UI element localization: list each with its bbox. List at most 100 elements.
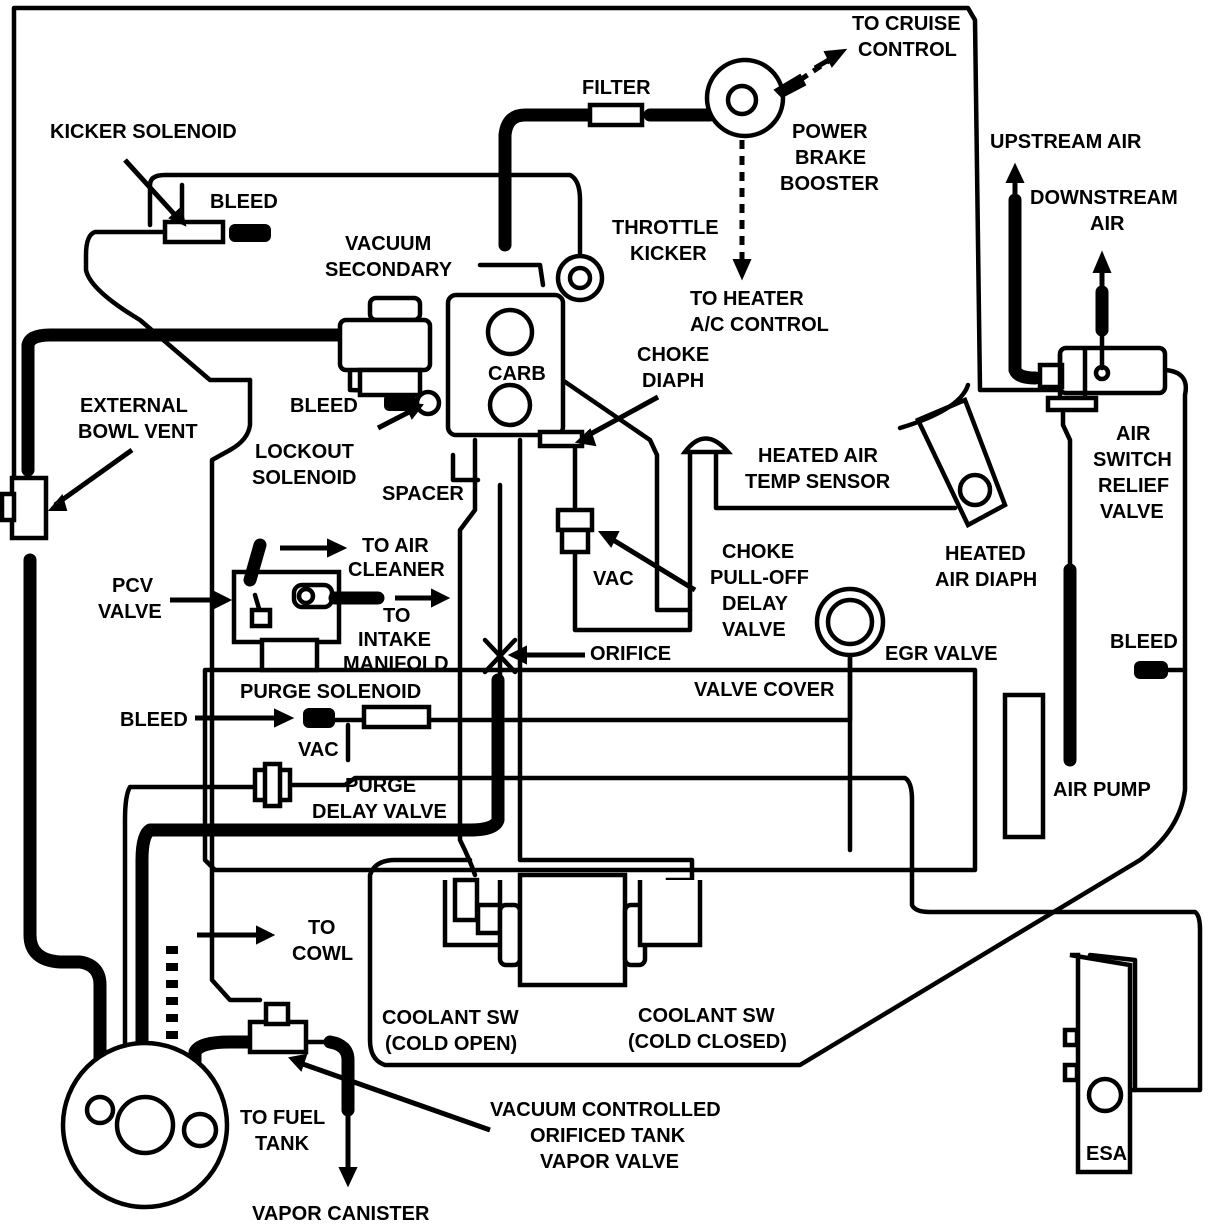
- label-vcv-1: VACUUM CONTROLLED: [490, 1099, 721, 1121]
- label-to-cruise-1: TO CRUISE: [852, 13, 961, 35]
- label-heater-1: TO HEATER: [690, 288, 804, 310]
- label-lockout-2: SOLENOID: [252, 467, 356, 489]
- label-upstream-air: UPSTREAM AIR: [990, 131, 1142, 153]
- orificed-tank-vapor-valve: [247, 1001, 309, 1055]
- label-egr-valve: EGR VALVE: [885, 643, 998, 665]
- fuel-tank: [60, 1040, 230, 1210]
- vacuum-secondary: [337, 295, 433, 398]
- label-power-3: BOOSTER: [780, 173, 879, 195]
- label-throttle-2: KICKER: [630, 243, 707, 265]
- heated-air-temp-sensor: [680, 436, 733, 455]
- label-heater-2: A/C CONTROL: [690, 314, 829, 336]
- label-ebv-1: EXTERNAL: [80, 395, 188, 417]
- label-heated-diaph-1: HEATED: [945, 543, 1026, 565]
- label-bleed-left: BLEED: [290, 395, 358, 417]
- air-pump: [1002, 692, 1046, 840]
- label-bleed-purge: BLEED: [120, 709, 188, 731]
- label-vac-choke: VAC: [593, 568, 634, 590]
- label-vacsec-1: VACUUM: [345, 233, 431, 255]
- label-intake-1: TO: [383, 605, 410, 627]
- label-bleed-top: BLEED: [210, 191, 278, 213]
- label-lockout-1: LOCKOUT: [255, 441, 354, 463]
- label-vcv-2: ORIFICED TANK: [530, 1125, 686, 1147]
- label-choke-diaph-2: DIAPH: [642, 370, 704, 392]
- label-vacsec-2: SECONDARY: [325, 259, 453, 281]
- label-filter: FILTER: [582, 77, 651, 99]
- power-brake-booster: [704, 57, 832, 139]
- label-intake-3: MANIFOLD: [343, 653, 449, 675]
- purge-delay-valve: [252, 761, 293, 809]
- bleed-cap-top: [229, 224, 271, 242]
- label-vcv-3: VAPOR VALVE: [540, 1151, 679, 1173]
- throttle-kicker: [555, 253, 605, 303]
- label-throttle-1: THROTTLE: [612, 217, 719, 239]
- choke-pulloff-delay-valve: [555, 507, 595, 555]
- label-kicker-solenoid: KICKER SOLENOID: [50, 121, 237, 143]
- label-choke-pull-2: PULL-OFF: [710, 567, 809, 589]
- choke-diaph: [537, 429, 585, 449]
- label-air-switch-2: SWITCH: [1093, 449, 1172, 471]
- label-pcv-2: VALVE: [98, 601, 162, 623]
- label-orifice: ORIFICE: [590, 643, 671, 665]
- label-valve-cover: VALVE COVER: [694, 679, 835, 701]
- label-vapor-canister: VAPOR CANISTER: [252, 1203, 430, 1224]
- label-choke-pull-4: VALVE: [722, 619, 786, 641]
- label-air-pump: AIR PUMP: [1053, 779, 1151, 801]
- coolant-sw-cold-closed: [622, 877, 703, 968]
- egr-valve: [814, 586, 886, 658]
- label-fuel-tank-1: TO FUEL: [240, 1107, 325, 1129]
- label-bleed-right: BLEED: [1110, 631, 1178, 653]
- coolant-manifold: [517, 872, 628, 988]
- label-air-switch-3: RELIEF: [1098, 475, 1169, 497]
- label-downstream-2: AIR: [1090, 213, 1125, 235]
- label-purge-delay-2: DELAY VALVE: [312, 801, 447, 823]
- leader-arrows: [47, 48, 1112, 1188]
- label-vac-purge: VAC: [298, 739, 339, 761]
- external-bowl-vent: [0, 475, 49, 541]
- purge-solenoid: [303, 704, 432, 730]
- label-downstream-1: DOWNSTREAM: [1030, 187, 1178, 209]
- component-labels: TO CRUISE CONTROL FILTER POWER BRAKE BOO…: [50, 13, 1178, 1224]
- label-to-cowl-2: COWL: [292, 943, 353, 965]
- carb: [445, 292, 566, 438]
- label-air-switch-1: AIR: [1116, 423, 1151, 445]
- label-intake-2: INTAKE: [358, 629, 431, 651]
- label-carb: CARB: [488, 363, 546, 385]
- label-power-1: POWER: [792, 121, 868, 143]
- kicker-solenoid: [162, 219, 226, 245]
- label-heated-air-2: TEMP SENSOR: [745, 471, 891, 493]
- filter: [587, 102, 645, 128]
- label-coolant-closed-1: COOLANT SW: [638, 1005, 775, 1027]
- esa-module: [1062, 952, 1133, 1175]
- label-choke-pull-3: DELAY: [722, 593, 789, 615]
- label-choke-diaph-1: CHOKE: [637, 344, 709, 366]
- label-choke-pull-1: CHOKE: [722, 541, 794, 563]
- bleed-cap-right: [1134, 661, 1168, 679]
- label-coolant-open-2: (COLD OPEN): [385, 1033, 517, 1055]
- label-coolant-closed-2: (COLD CLOSED): [628, 1031, 787, 1053]
- label-heated-air-1: HEATED AIR: [758, 445, 879, 467]
- label-to-cowl-1: TO: [308, 917, 335, 939]
- label-purge-delay-1: PURGE: [345, 775, 416, 797]
- label-air-cleaner-1: TO AIR: [362, 535, 429, 557]
- label-air-cleaner-2: CLEANER: [348, 559, 445, 581]
- coolant-sw-cold-open: [442, 877, 523, 968]
- label-ebv-2: BOWL VENT: [78, 421, 198, 443]
- heated-air-diaph: [897, 382, 1008, 529]
- vacuum-hose-lines: [11, 5, 1203, 1117]
- lockout-solenoid: [414, 389, 442, 417]
- label-power-2: BRAKE: [795, 147, 866, 169]
- air-switch-relief-valve: [1037, 285, 1168, 413]
- label-heated-diaph-2: AIR DIAPH: [935, 569, 1037, 591]
- label-to-cruise-2: CONTROL: [858, 39, 957, 61]
- label-spacer: SPACER: [382, 483, 464, 505]
- label-air-switch-4: VALVE: [1100, 501, 1164, 523]
- orifice: [482, 637, 518, 675]
- label-coolant-open-1: COOLANT SW: [382, 1007, 519, 1029]
- pcv-valve: [231, 538, 385, 673]
- label-fuel-tank-2: TANK: [255, 1133, 310, 1155]
- label-esa: ESA: [1086, 1143, 1127, 1165]
- label-pcv-1: PCV: [112, 575, 154, 597]
- label-purge-solenoid: PURGE SOLENOID: [240, 681, 421, 703]
